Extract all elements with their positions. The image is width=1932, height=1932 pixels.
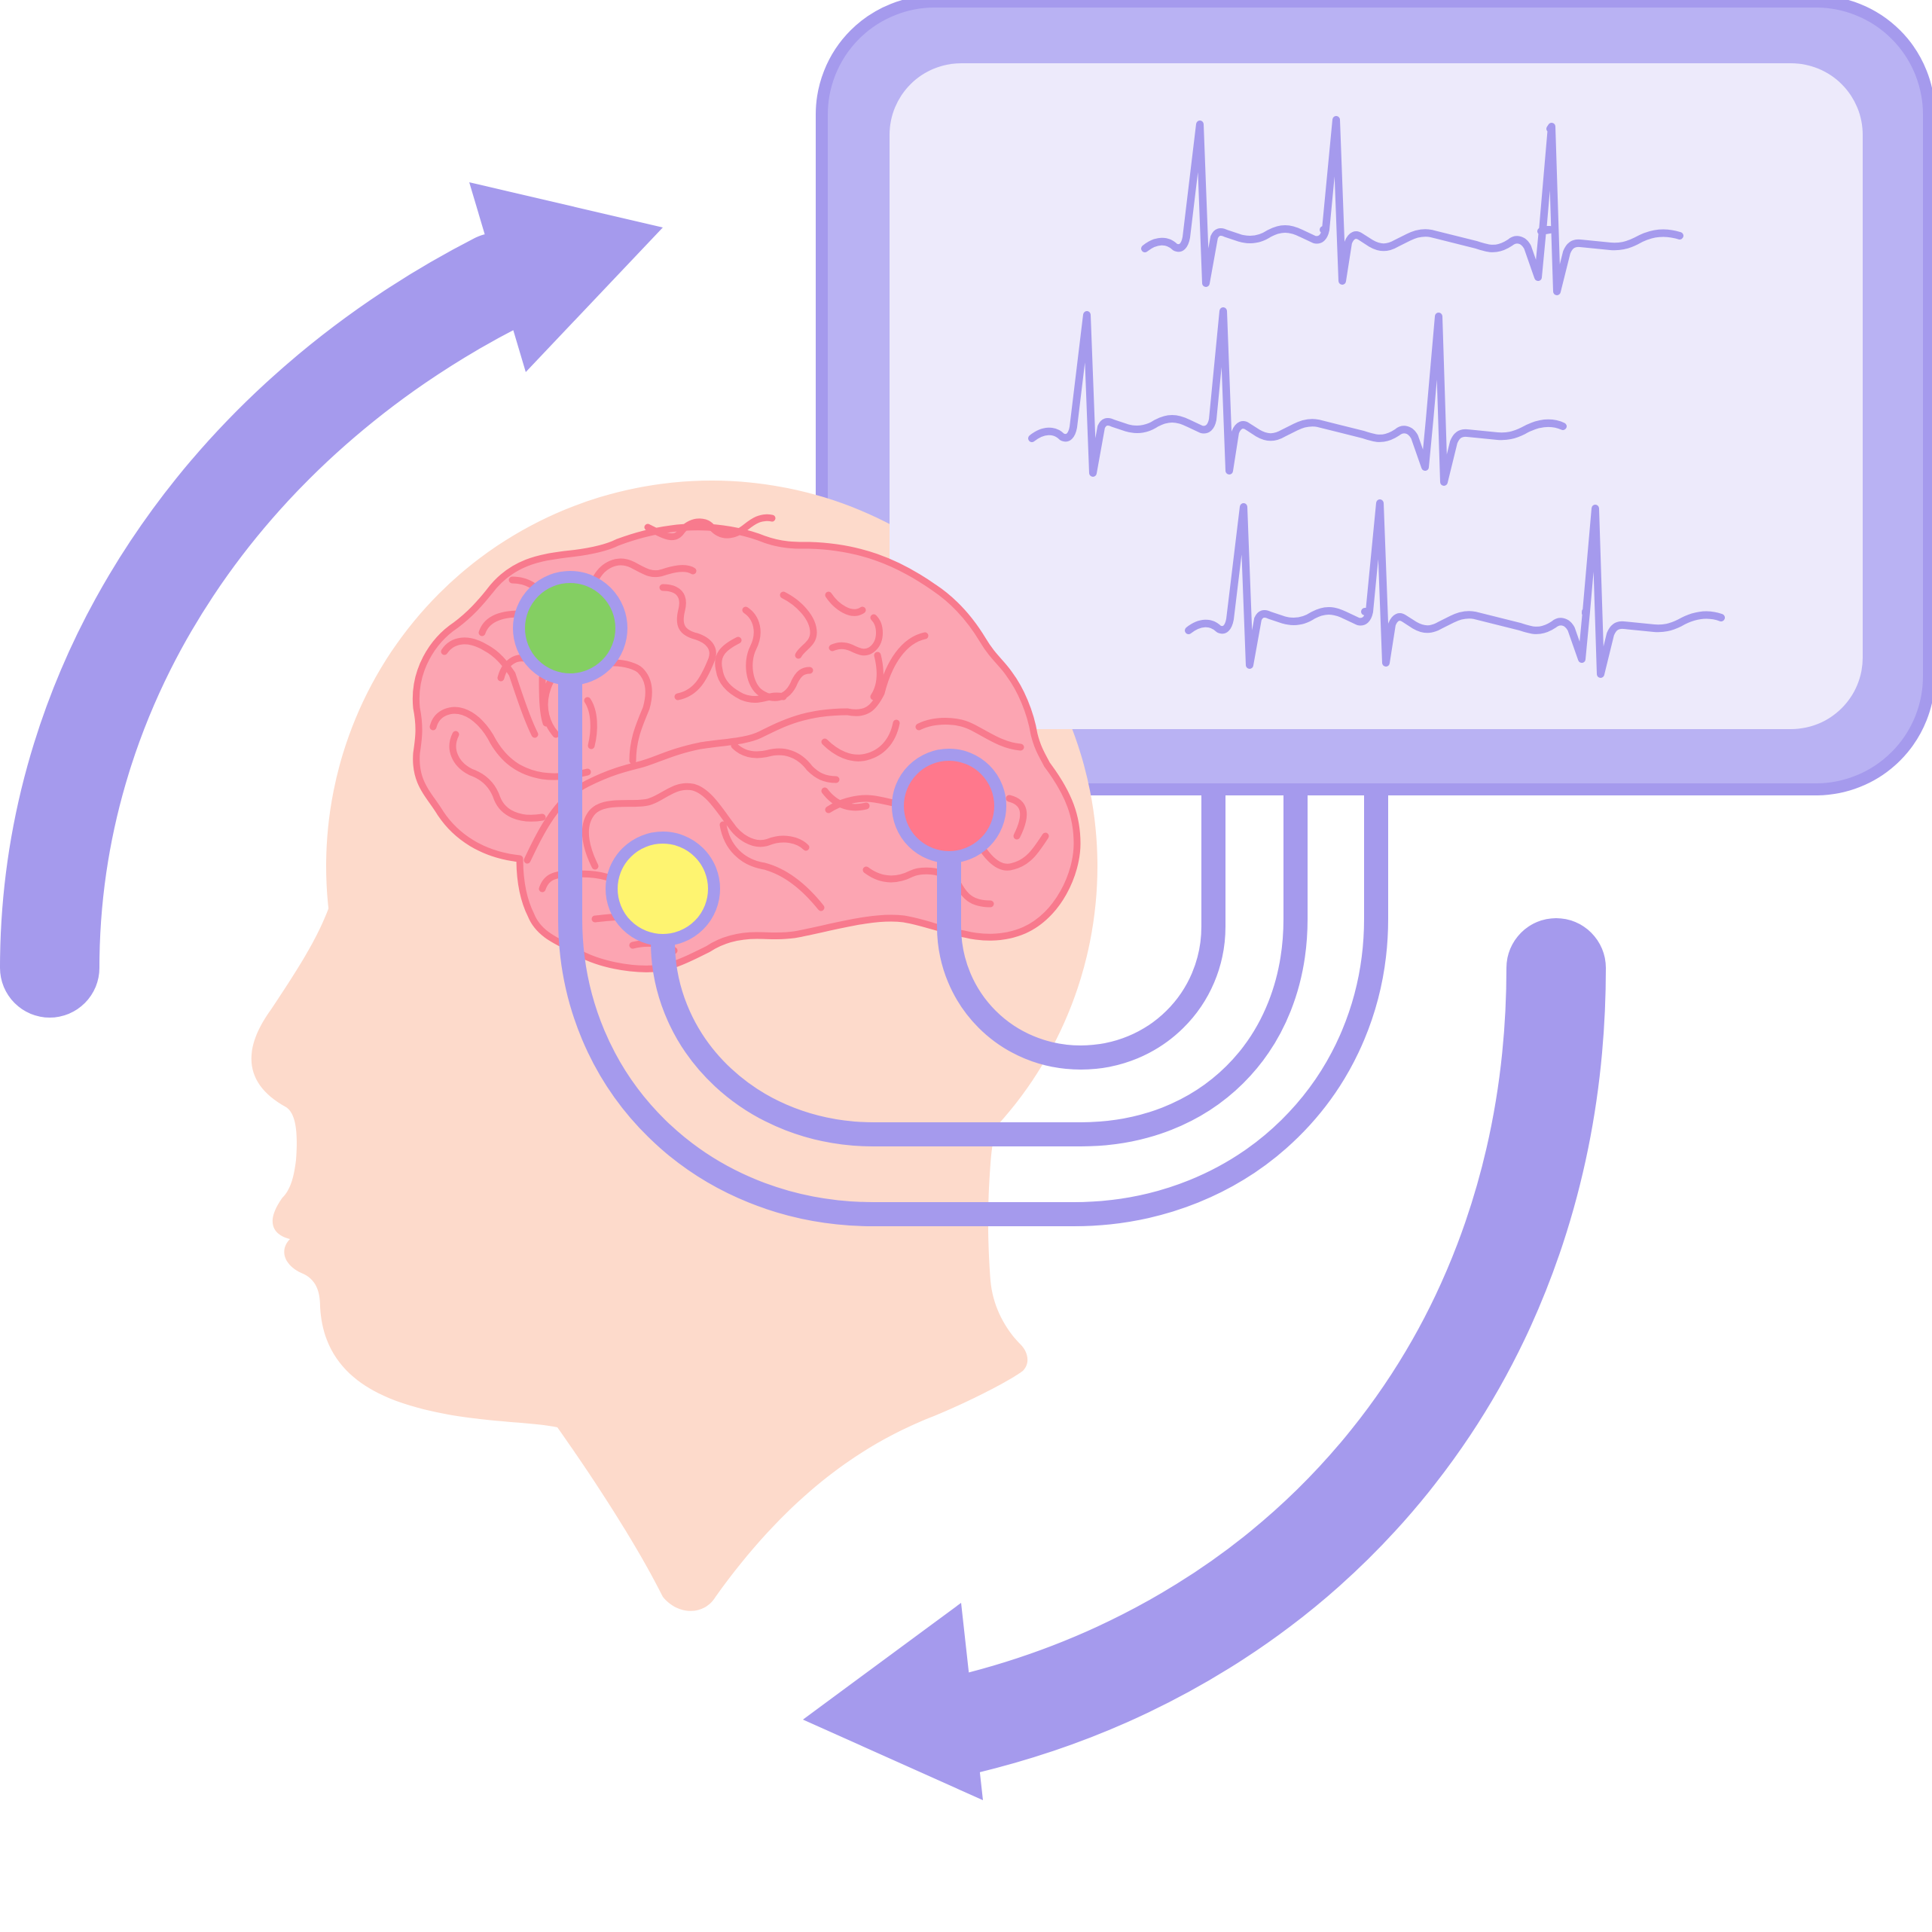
electrode-red-icon [892,749,1006,863]
electrode-wires [558,678,1388,1226]
signal-trace-2 [1028,307,1567,486]
wire-green [558,678,1388,1226]
signal-trace-1 [1141,116,1683,295]
feedback-arrow-bottom-icon [803,918,1606,1800]
feedback-arrow-top-icon [0,182,663,1018]
electrode-green-icon [513,571,627,685]
signal-traces [1028,116,1725,678]
signal-trace-3 [1185,499,1725,678]
wire-red [937,789,1225,1070]
wire-yellow [651,789,1308,1146]
monitor-screen [890,63,1863,729]
electrode-yellow-icon [606,832,720,946]
electrodes [513,571,1006,946]
